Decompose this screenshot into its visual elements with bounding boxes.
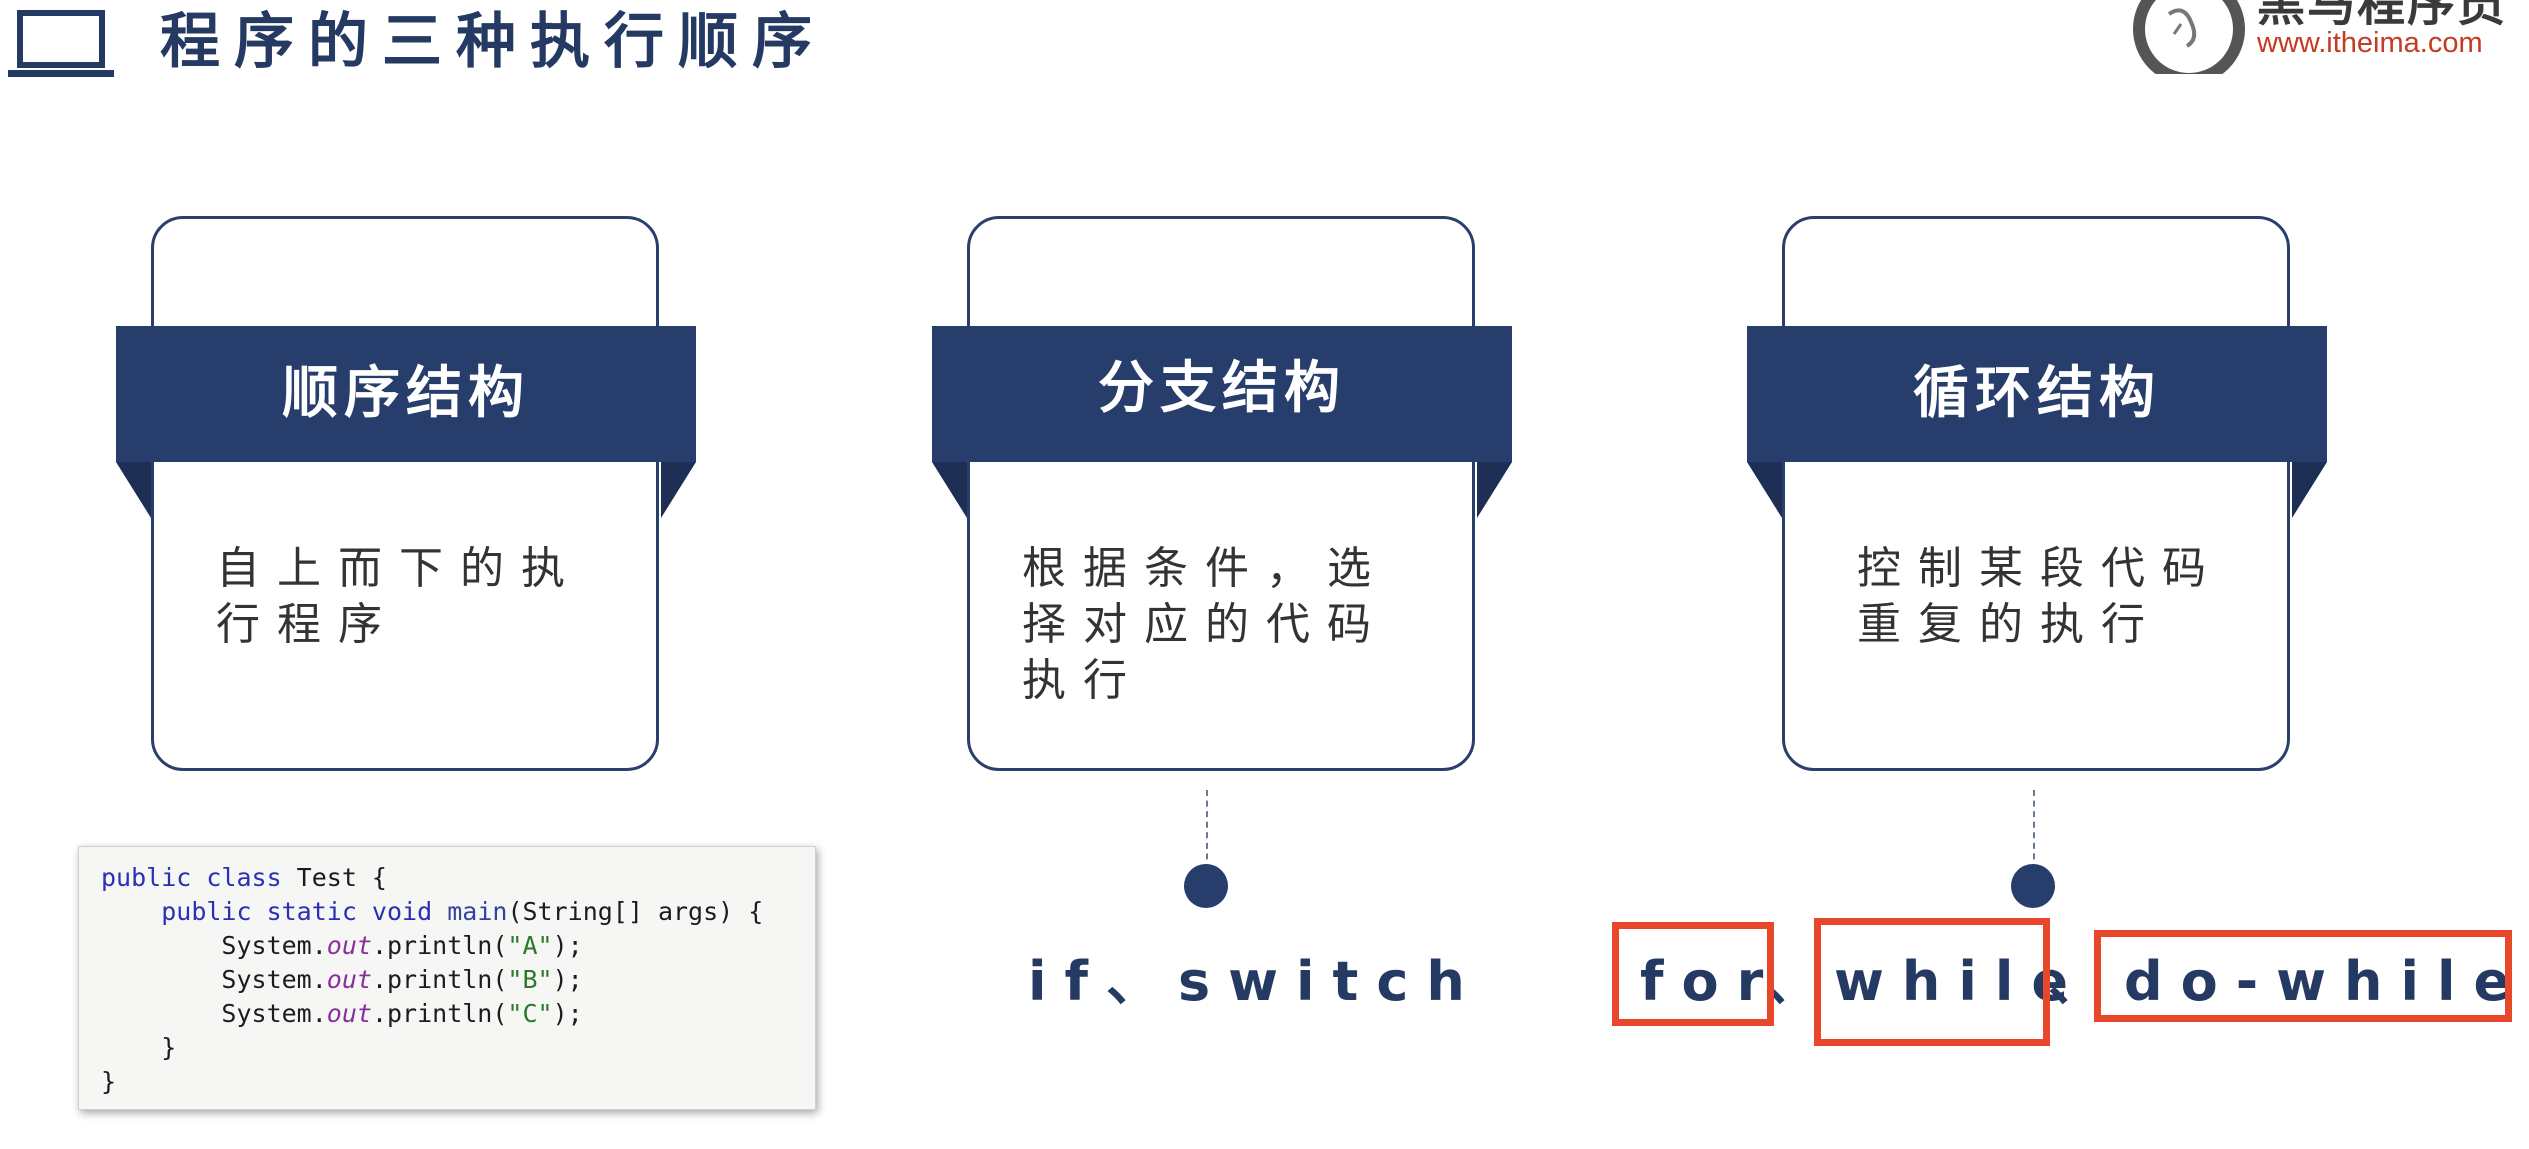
ribbon-fold-left — [116, 462, 151, 518]
loop-keyword-do-while: do-while — [2124, 950, 2529, 1013]
card-title: 循环结构 — [1747, 326, 2327, 462]
brand-url: www.itheima.com — [2257, 27, 2483, 59]
branch-keywords: if、switch — [1028, 950, 1483, 1013]
brand-name: 黑马程序员 — [2257, 0, 2508, 32]
ribbon-fold-right — [1477, 462, 1512, 518]
loop-connector-line — [2033, 790, 2035, 870]
page-title: 程序的三种执行顺序 — [160, 7, 826, 77]
card-sequential: 顺序结构 自上而下的执行程序 — [116, 216, 696, 856]
loop-keyword-while: while — [1834, 950, 2086, 1013]
highlight-box-for — [1612, 922, 1774, 1026]
ribbon-fold-right — [661, 462, 696, 518]
loop-separator: 、 — [2048, 950, 2120, 1013]
card-frame — [151, 216, 659, 771]
ribbon-fold-left — [1747, 462, 1782, 518]
card-description: 控制某段代码重复的执行 — [1857, 543, 2223, 650]
card-branch: 分支结构 根据条件，选择对应的代码执行 — [932, 216, 1512, 856]
header: 程序的三种执行顺序 黑马程序员 www.itheima.com — [0, 0, 2529, 90]
branch-connector-line — [1206, 790, 1208, 870]
card-loop: 循环结构 控制某段代码重复的执行 — [1747, 216, 2327, 856]
card-title: 顺序结构 — [116, 326, 696, 462]
loop-keyword-for: for — [1640, 950, 1782, 1013]
ribbon-fold-right — [2292, 462, 2327, 518]
card-frame — [967, 216, 1475, 771]
card-title: 分支结构 — [932, 326, 1512, 462]
ribbon-fold-left — [932, 462, 967, 518]
card-description: 根据条件，选择对应的代码执行 — [1022, 543, 1388, 706]
laptop-icon — [8, 10, 114, 77]
loop-connector-dot — [2011, 864, 2055, 908]
loop-separator: 、 — [1765, 950, 1837, 1013]
horse-logo-icon — [2133, 0, 2245, 74]
brand: 黑马程序员 www.itheima.com — [2129, 0, 2529, 80]
card-frame — [1782, 216, 2290, 771]
highlight-box-do-while — [2094, 930, 2512, 1022]
code-snippet: public class Test { public static void m… — [78, 846, 816, 1110]
highlight-box-while — [1814, 918, 2050, 1046]
card-description: 自上而下的执行程序 — [216, 543, 582, 650]
branch-connector-dot — [1184, 864, 1228, 908]
